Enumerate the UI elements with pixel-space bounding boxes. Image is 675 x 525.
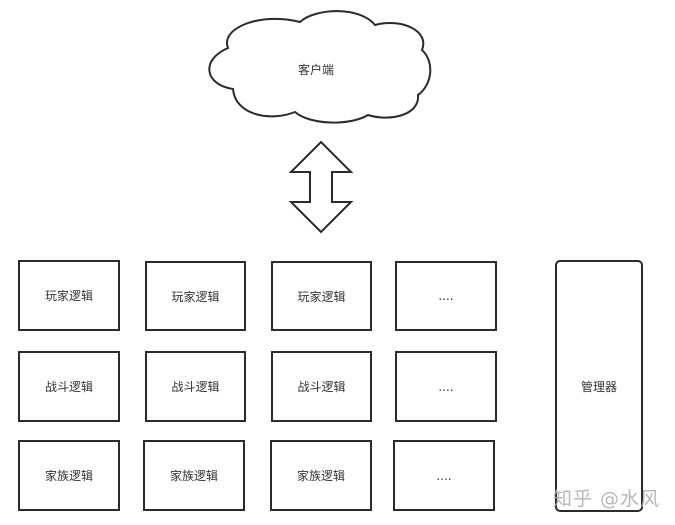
logic-label: 战斗逻辑 — [297, 380, 346, 394]
ellipsis-label: .... — [438, 379, 454, 394]
client-label: 客户端 — [298, 63, 335, 77]
logic-label: 家族逻辑 — [296, 469, 345, 483]
manager-box[interactable]: 管理器 — [555, 260, 643, 512]
logic-box-ellipsis[interactable]: .... — [395, 351, 497, 422]
logic-box[interactable]: 战斗逻辑 — [145, 351, 246, 422]
bidirectional-arrow-icon — [288, 140, 354, 234]
logic-label: 战斗逻辑 — [44, 380, 93, 394]
ellipsis-label: .... — [436, 468, 452, 483]
logic-box[interactable]: 家族逻辑 — [270, 440, 372, 511]
logic-box[interactable]: 玩家逻辑 — [145, 261, 246, 331]
logic-box-ellipsis[interactable]: .... — [393, 440, 495, 511]
logic-box[interactable]: 战斗逻辑 — [18, 351, 120, 422]
logic-label: 玩家逻辑 — [297, 289, 346, 304]
logic-label: 家族逻辑 — [169, 469, 218, 483]
logic-label: 家族逻辑 — [44, 469, 93, 483]
logic-box[interactable]: 玩家逻辑 — [271, 261, 372, 331]
logic-box[interactable]: 战斗逻辑 — [271, 351, 372, 422]
logic-box[interactable]: 玩家逻辑 — [18, 260, 120, 331]
ellipsis-label: .... — [438, 289, 454, 303]
client-cloud-shape — [208, 10, 432, 124]
watermark: 知乎 @水风 — [553, 488, 661, 510]
logic-box[interactable]: 家族逻辑 — [18, 440, 120, 511]
logic-box-ellipsis[interactable]: .... — [395, 261, 497, 331]
logic-label: 玩家逻辑 — [171, 289, 220, 304]
logic-label: 玩家逻辑 — [44, 289, 93, 303]
manager-label: 管理器 — [580, 379, 617, 394]
logic-box[interactable]: 家族逻辑 — [143, 440, 245, 511]
logic-label: 战斗逻辑 — [171, 380, 220, 394]
